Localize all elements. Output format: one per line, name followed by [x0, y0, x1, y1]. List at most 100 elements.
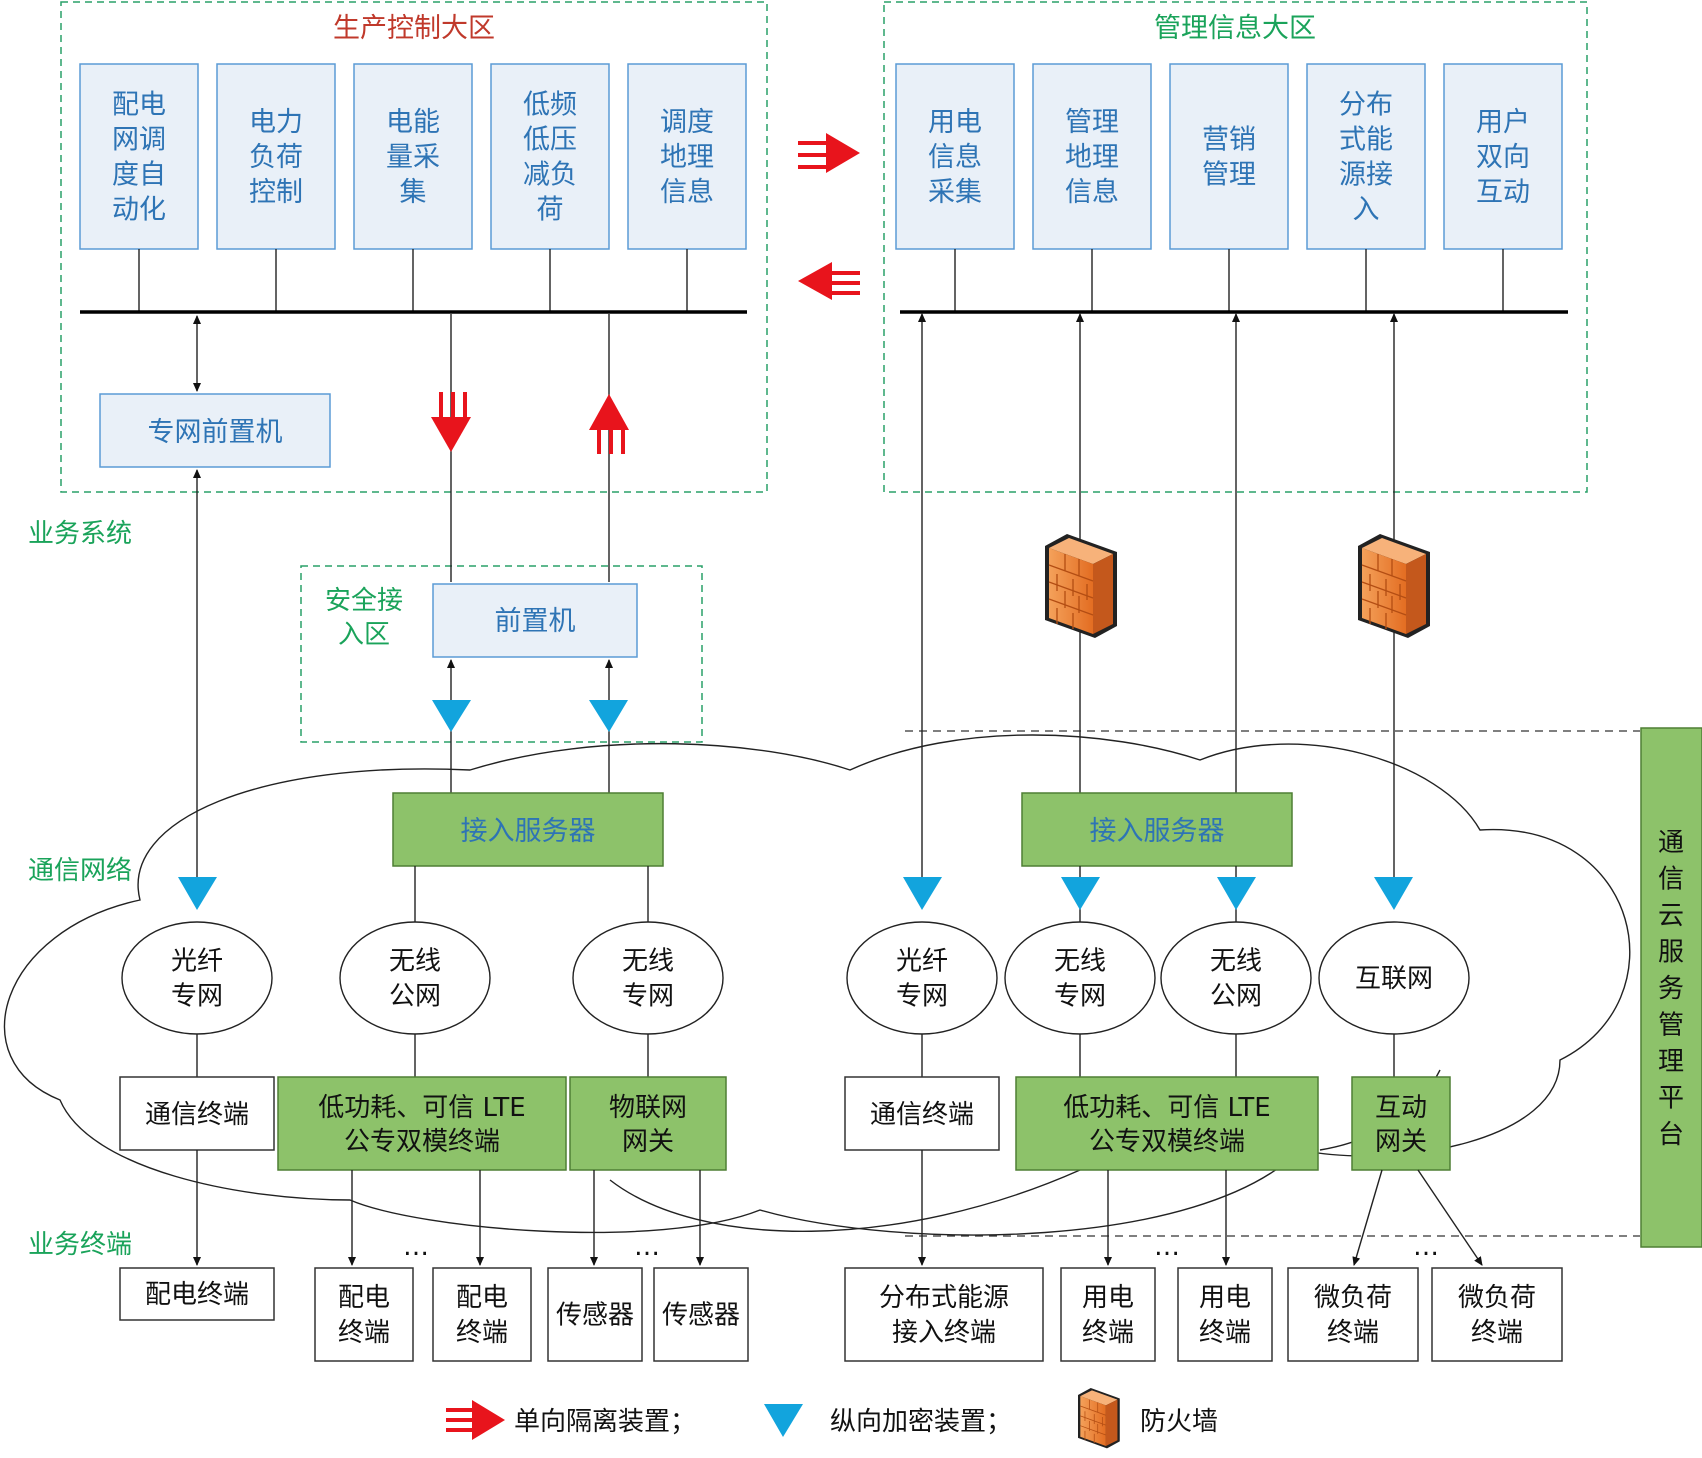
production-system-line: 网调 [112, 125, 166, 156]
network-left-line: 无线 [389, 947, 441, 977]
management-system-line: 源接 [1339, 160, 1393, 191]
private-front-label: 专网前置机 [148, 417, 283, 448]
encryption-device-1 [432, 700, 471, 732]
isolation-device-down [431, 392, 471, 452]
management-system-line: 式能 [1339, 125, 1393, 156]
access-server-right-label: 接入服务器 [1090, 816, 1225, 847]
business-terminal-4: 传感器 [547, 1267, 643, 1362]
network-left-line: 光纤 [171, 947, 223, 977]
production-system-box [79, 63, 199, 250]
lte-terminal-right-line2: 公专双模终端 [1089, 1127, 1245, 1157]
management-system-line: 信息 [928, 142, 982, 173]
lte-terminal-right [1015, 1076, 1319, 1171]
business-terminal-line: 终端 [1327, 1318, 1379, 1348]
production-system-box [627, 63, 747, 250]
to-device-9 [1352, 1169, 1383, 1266]
production-system-line: 量采 [386, 142, 440, 173]
encryption-device-7 [1374, 877, 1413, 910]
access-server-left [392, 792, 664, 867]
business-terminal-line: 用电 [1199, 1283, 1251, 1313]
secure-access-title-1: 安全接 [325, 586, 403, 616]
business-terminals: 配电终端配电终端配电终端传感器传感器分布式能源接入终端用电终端用电终端微负荷终端… [119, 1267, 1563, 1362]
iot-gateway-line1: 物联网 [609, 1093, 687, 1123]
network-right-4: 互联网 [1318, 921, 1470, 1035]
label-comm-network: 通信网络 [28, 856, 132, 886]
business-terminal-box [844, 1267, 1044, 1362]
lte-terminal-left [277, 1076, 567, 1171]
business-terminal-line: 传感器 [662, 1301, 740, 1331]
production-system-line: 调度 [660, 107, 714, 138]
network-left-line: 无线 [622, 947, 674, 977]
business-terminal-line: 终端 [1082, 1318, 1134, 1348]
management-zone-title: 管理信息大区 [1154, 13, 1316, 44]
network-left-line: 公网 [389, 982, 441, 1012]
encryption-device-4 [903, 877, 942, 910]
production-system-box [490, 63, 610, 250]
business-terminal-line: 接入终端 [892, 1318, 996, 1348]
business-terminal-line: 传感器 [556, 1301, 634, 1331]
firewall-2 [1357, 533, 1431, 639]
ellipsis-4: … [1413, 1232, 1439, 1262]
zone-isolation-right-arrow [798, 133, 860, 173]
network-left-line: 专网 [622, 982, 674, 1012]
label-business-terminal: 业务终端 [28, 1230, 132, 1260]
management-system-box [895, 63, 1015, 250]
cloud-platform-bar [1640, 727, 1702, 1248]
business-terminal-line: 终端 [1199, 1318, 1251, 1348]
network-right-line: 无线 [1210, 947, 1262, 977]
network-right-line: 公网 [1210, 982, 1262, 1012]
production-system-line: 电能 [386, 107, 440, 138]
management-system-line: 用户 [1476, 107, 1530, 138]
network-right-line: 无线 [1054, 947, 1106, 977]
business-terminal-line: 终端 [338, 1318, 390, 1348]
front-machine-box [432, 583, 638, 658]
ellipsis-3: … [1154, 1232, 1180, 1262]
business-terminal-box [1287, 1267, 1419, 1362]
network-right-ellipse [846, 921, 998, 1035]
production-system-line: 低压 [523, 125, 577, 156]
management-system-line: 采集 [928, 177, 982, 208]
interactive-gateway-line1: 互动 [1375, 1093, 1427, 1123]
encryption-device-5 [1061, 877, 1100, 910]
business-terminal-3: 配电终端 [432, 1267, 532, 1362]
management-system-line: 信息 [1065, 177, 1119, 208]
management-system-box [1443, 63, 1563, 250]
production-system-line: 负荷 [249, 142, 303, 173]
business-terminal-2: 配电终端 [314, 1267, 414, 1362]
management-system-line: 用电 [928, 107, 982, 138]
access-server-left-label: 接入服务器 [461, 816, 596, 847]
lte-terminal-left-line1: 低功耗、可信 LTE [318, 1093, 525, 1123]
business-terminal-line: 终端 [1471, 1318, 1523, 1348]
production-system-line: 电力 [249, 107, 303, 138]
iot-gateway [569, 1076, 727, 1171]
production-zone [60, 1, 768, 493]
lte-terminal-right-line1: 低功耗、可信 LTE [1063, 1093, 1270, 1123]
management-zone [883, 1, 1588, 493]
comm-terminal-left [119, 1076, 275, 1151]
production-system-line: 荷 [537, 195, 564, 226]
business-terminal-5: 传感器 [653, 1267, 749, 1362]
management-system-line: 地理 [1065, 142, 1119, 173]
isolation-device-up [589, 394, 629, 454]
network-left-ellipse [339, 921, 491, 1035]
production-system-line: 低频 [523, 90, 577, 121]
business-terminal-line: 用电 [1082, 1283, 1134, 1313]
legend-isolation-icon [446, 1400, 505, 1440]
secure-access-title-2: 入区 [338, 620, 390, 650]
